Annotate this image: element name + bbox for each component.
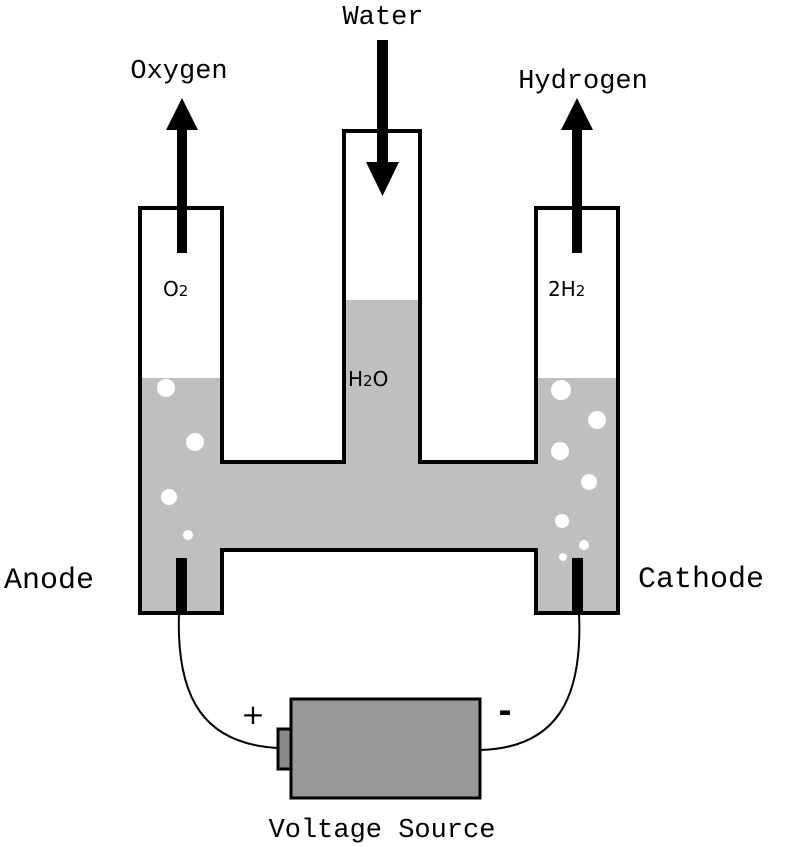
gas-bubbles <box>157 379 606 561</box>
oxygen-formula-sub: 2 <box>179 282 189 300</box>
water-formula-sub: 2 <box>363 372 373 390</box>
bubble <box>588 411 606 429</box>
bubble <box>559 553 567 561</box>
battery-body <box>289 697 482 800</box>
hydrogen-outlet-arrow <box>561 98 593 253</box>
bubble <box>183 530 193 540</box>
positive-terminal-sign: + <box>241 698 264 731</box>
h-vessel-outline <box>138 129 620 615</box>
water-inlet-arrow <box>366 40 399 196</box>
water-formula-o: O <box>373 367 389 391</box>
hydrogen-formula-base: H <box>561 277 576 301</box>
bubble <box>161 489 177 505</box>
anode-label: Anode <box>4 564 94 598</box>
cathode-label: Cathode <box>638 563 764 597</box>
hydrogen-formula-sub: 2 <box>576 282 586 300</box>
negative-terminal-sign: - <box>498 692 511 730</box>
voltage-source-label: Voltage Source <box>269 816 496 846</box>
bubble <box>555 514 569 528</box>
hydrogen-formula: 2H2 <box>548 277 585 301</box>
oxygen-arrow-head <box>166 98 198 130</box>
bubble <box>186 433 204 451</box>
oxygen-label: Oxygen <box>130 57 227 87</box>
electrolyte-liquid <box>140 300 618 613</box>
oxygen-formula: O2 <box>163 277 188 301</box>
bubble <box>581 474 597 490</box>
hydrogen-label: Hydrogen <box>518 67 648 97</box>
bubble <box>551 442 569 460</box>
water-arrow-shaft <box>377 40 388 170</box>
water-arrow-head <box>366 162 399 196</box>
anode-electrode <box>176 558 187 615</box>
hydrogen-arrow-shaft <box>572 126 582 253</box>
cathode-wire <box>479 612 581 751</box>
oxygen-formula-base: O <box>163 277 179 301</box>
battery <box>276 697 482 800</box>
cathode-electrode <box>572 558 583 615</box>
bubble <box>579 540 589 550</box>
hydrogen-arrow-head <box>561 98 593 130</box>
liquid-bridge <box>140 462 618 550</box>
water-formula-h: H <box>348 367 363 391</box>
anode-wire <box>177 612 279 749</box>
oxygen-outlet-arrow <box>166 98 198 253</box>
hydrogen-formula-coef: 2 <box>548 277 561 301</box>
bubble <box>551 380 571 400</box>
water-label: Water <box>342 3 423 33</box>
liquid-center-tube <box>344 300 420 465</box>
bubble <box>157 379 175 397</box>
oxygen-arrow-shaft <box>177 126 187 253</box>
water-formula: H2O <box>348 367 388 391</box>
